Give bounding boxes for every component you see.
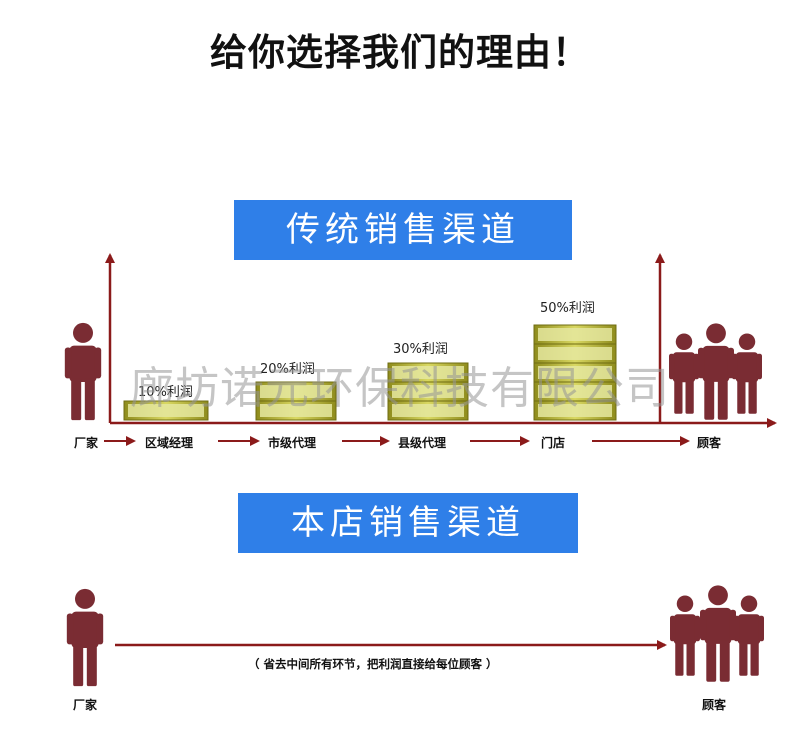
coin-face: [392, 404, 464, 417]
coin-face: [538, 366, 612, 379]
coin-face: [392, 385, 464, 398]
trad-manufacturer-person: [64, 322, 102, 421]
direct-node-customer: 顾客: [702, 698, 727, 712]
coin-face: [260, 385, 332, 398]
traditional-channel-banner: 传统销售渠道: [234, 200, 572, 260]
trad-customers-group: [669, 323, 762, 420]
node-regional-manager: 区域经理: [145, 436, 194, 450]
profit-coin-stacks: [123, 324, 617, 421]
direct-channel-banner: 本店销售渠道: [238, 493, 578, 553]
coin-face: [392, 366, 464, 379]
profit-label-city: 20%利润: [260, 362, 315, 377]
direct-manufacturer-person: [66, 588, 104, 687]
coin-stack-4: [533, 324, 617, 421]
direct-channel-note: （ 省去中间所有环节，把利润直接给每位顾客 ）: [248, 657, 498, 671]
profit-label-county: 30%利润: [393, 342, 448, 357]
node-customer: 顾客: [697, 436, 722, 450]
coin-face: [128, 404, 204, 417]
node-city-agent: 市级代理: [268, 436, 317, 450]
coin-face: [538, 385, 612, 398]
profit-label-store: 50%利润: [540, 301, 595, 316]
page-title: 给你选择我们的理由！: [210, 30, 590, 74]
node-store: 门店: [541, 436, 566, 450]
coin-stack-2: [255, 381, 337, 421]
coin-stack-1: [123, 400, 209, 421]
coin-stack-3: [387, 362, 469, 421]
coin-face: [260, 404, 332, 417]
coin-face: [538, 347, 612, 360]
node-manufacturer: 厂家: [74, 436, 99, 450]
profit-label-regional: 10%利润: [138, 385, 193, 400]
coin-face: [538, 328, 612, 341]
direct-node-manufacturer: 厂家: [73, 698, 98, 712]
coin-face: [538, 404, 612, 417]
node-county-agent: 县级代理: [398, 436, 447, 450]
direct-customers-group: [670, 585, 764, 682]
